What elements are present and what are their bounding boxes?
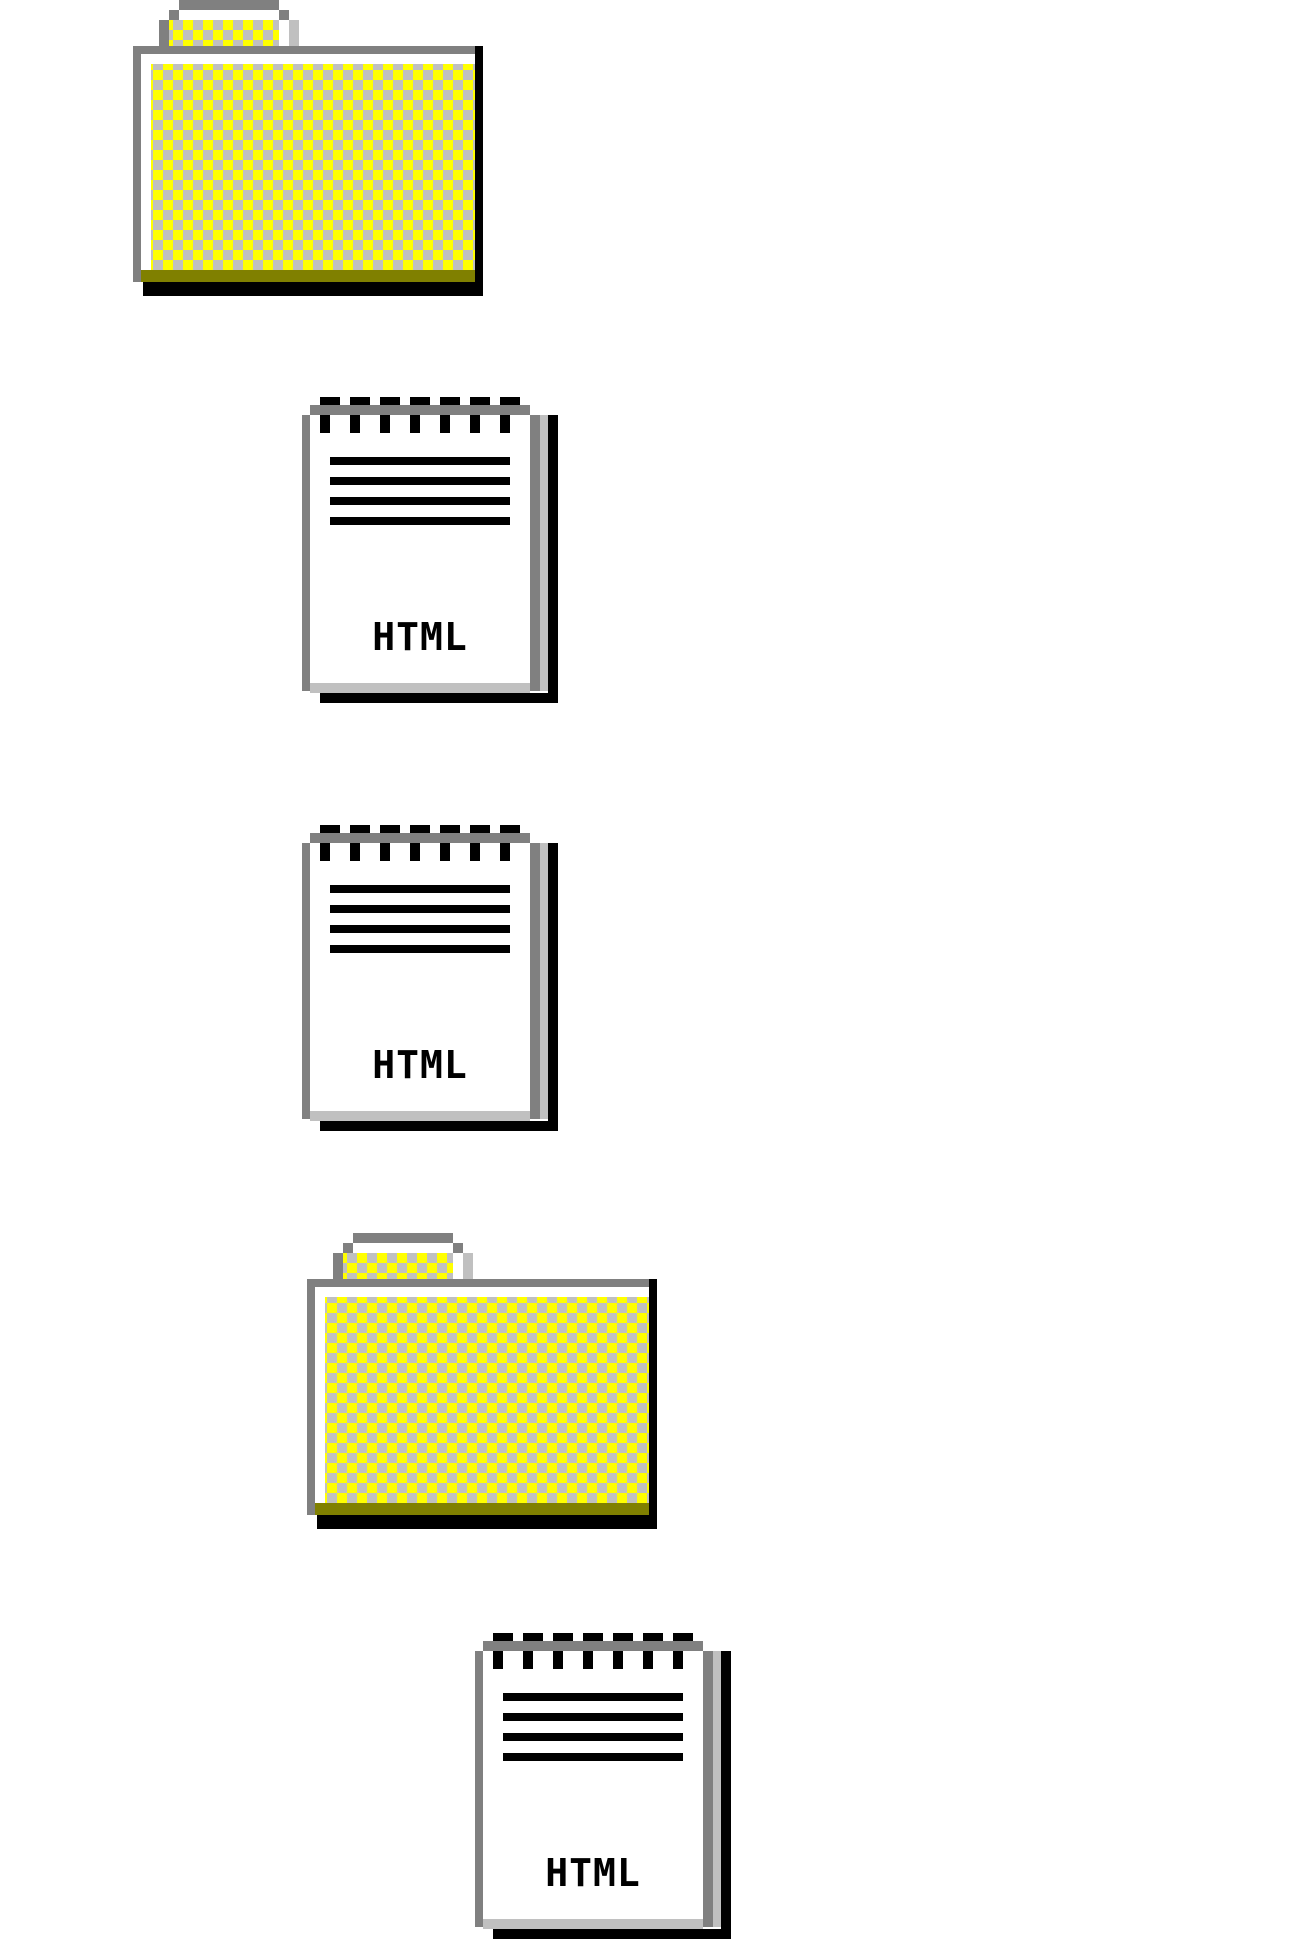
file-type-label: HTML (372, 615, 468, 659)
html-file-icon[interactable]: HTML (302, 825, 562, 1135)
html-file-icon[interactable]: HTML (302, 397, 562, 707)
file-type-label: HTML (372, 1043, 468, 1087)
file-type-label: HTML (545, 1851, 641, 1895)
folder-icon[interactable] (307, 1233, 657, 1529)
html-file-icon[interactable]: HTML (475, 1633, 735, 1943)
folder-icon[interactable] (133, 0, 483, 296)
